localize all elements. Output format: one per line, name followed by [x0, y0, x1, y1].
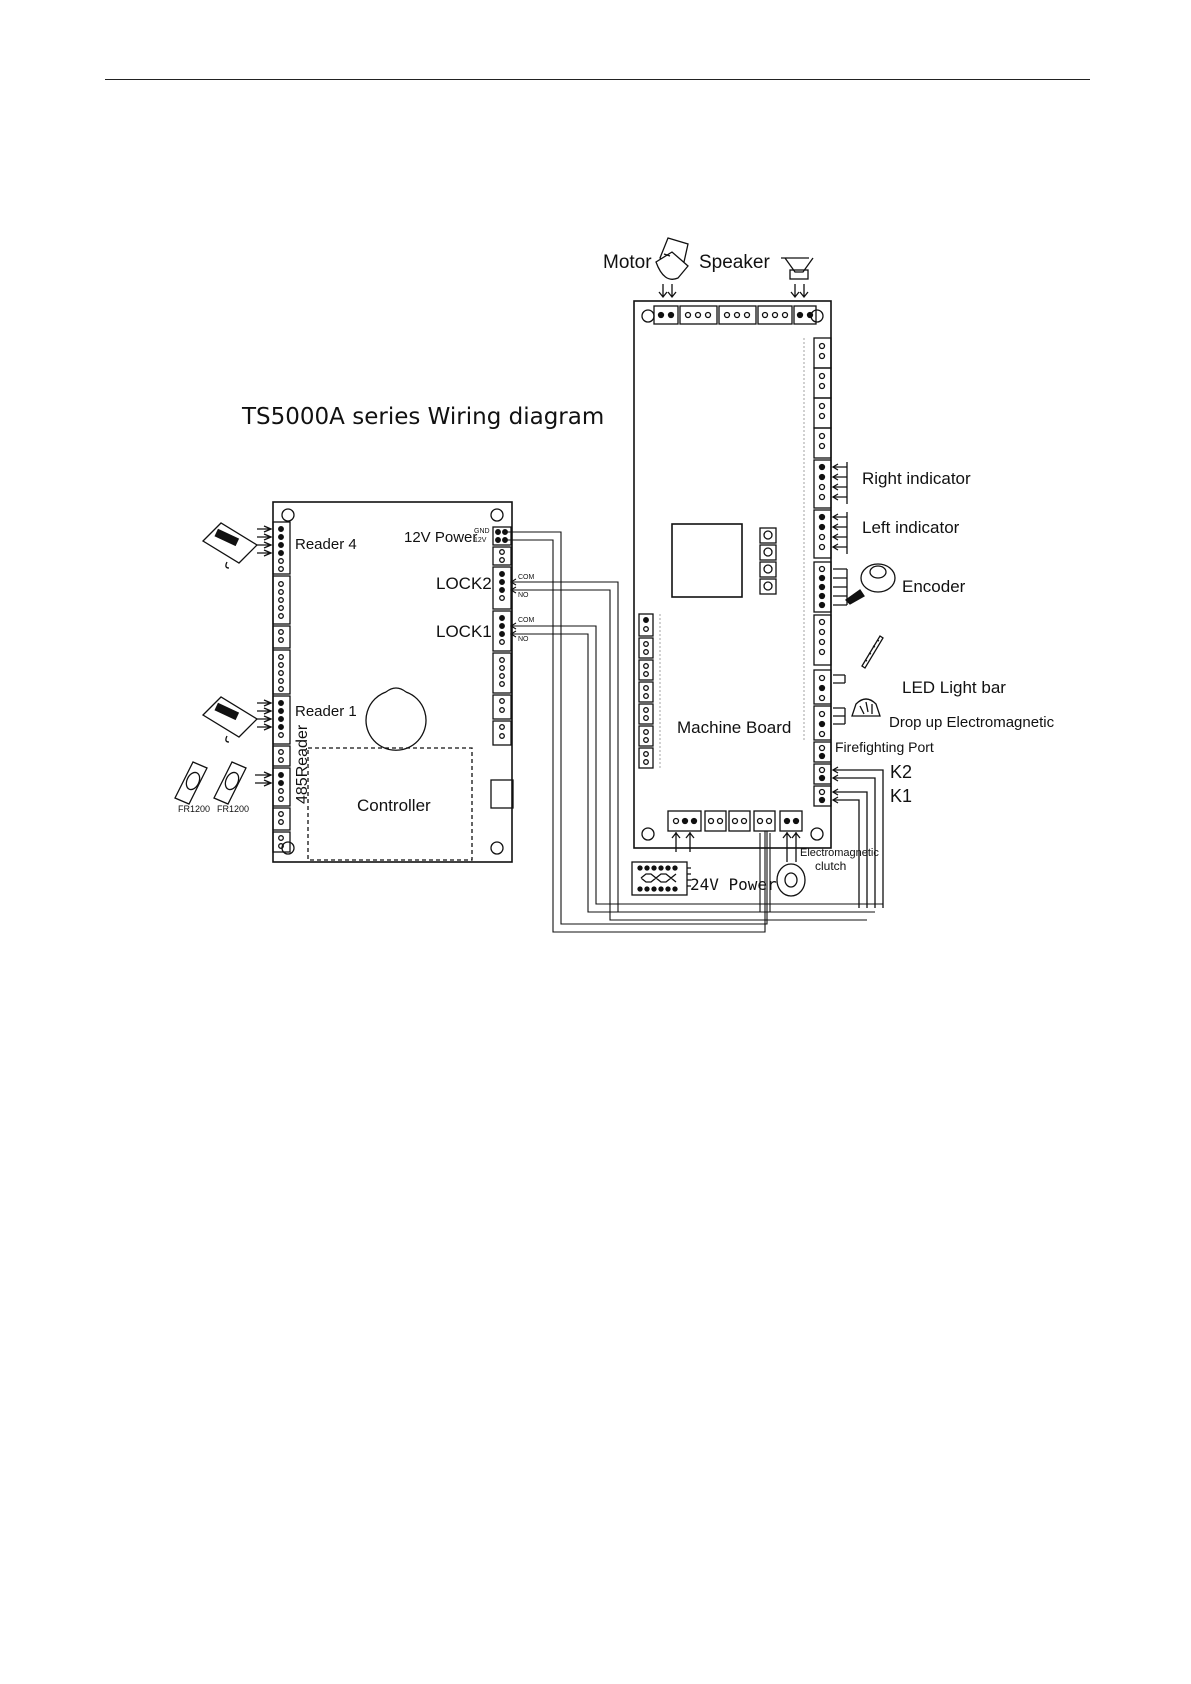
power-supply-24v-icon	[632, 862, 691, 895]
speaker-label: Speaker	[699, 252, 770, 273]
fr1200-label-b: FR1200	[217, 804, 249, 814]
power-24v-label: 24V Power	[690, 875, 777, 894]
left-connectors	[639, 614, 653, 768]
encoder-icon	[833, 564, 895, 605]
power-12v-label: 12V Power	[404, 529, 477, 546]
firefighting-port-label: Firefighting Port	[835, 739, 934, 755]
lock2-com-label: COM	[518, 574, 535, 581]
k-terminal-wires	[833, 767, 883, 908]
mcu-chip	[672, 524, 742, 597]
reader-4-label: Reader 4	[295, 536, 357, 553]
k2-label: K2	[890, 762, 912, 782]
left-indicator-arrows	[833, 512, 847, 554]
led-light-bar-icon	[833, 636, 883, 683]
reader-4-card-icon	[203, 523, 271, 568]
reader-485-label: 485Reader	[294, 724, 311, 804]
em-clutch-label-2: clutch	[815, 859, 846, 873]
bottom-connectors	[668, 811, 802, 831]
controller-left-connectors	[273, 522, 290, 852]
drop-up-label: Drop up Electromagnetic	[889, 714, 1055, 731]
encoder-label: Encoder	[902, 577, 966, 596]
lock1-label: LOCK1	[436, 622, 492, 641]
lock2-no-label: NO	[518, 592, 529, 599]
k1-label: K1	[890, 786, 912, 806]
top-connectors	[654, 306, 816, 324]
fr1200-reader-icons	[175, 762, 271, 804]
power-24v-arrows	[672, 832, 694, 852]
controller-label: Controller	[357, 796, 431, 815]
lock1-com-label: COM	[518, 617, 535, 624]
controller-right-connectors	[491, 527, 513, 808]
right-connectors	[814, 338, 831, 806]
fr1200-label-a: FR1200	[178, 804, 210, 814]
machine-board-label: Machine Board	[677, 718, 791, 737]
diagram-title: TS5000A series Wiring diagram	[241, 404, 604, 430]
lock2-label: LOCK2	[436, 574, 492, 593]
motor-icon	[656, 238, 688, 279]
controller-board: Controller	[273, 502, 513, 862]
led-light-bar-label: LED Light bar	[902, 678, 1006, 697]
motor-label: Motor	[603, 252, 652, 273]
machine-board: Machine Board	[634, 301, 831, 848]
drop-up-electromagnet-icon	[833, 699, 880, 724]
left-indicator-label: Left indicator	[862, 518, 960, 537]
gnd-label: GND	[474, 528, 490, 535]
em-clutch-label-1: Electromagnetic	[800, 847, 879, 859]
electromagnetic-clutch-icon	[777, 832, 805, 896]
v12-label: 12V	[474, 537, 487, 544]
right-indicator-label: Right indicator	[862, 469, 971, 488]
speaker-icon	[781, 258, 813, 279]
right-indicator-arrows	[833, 462, 847, 504]
lock1-no-label: NO	[518, 636, 529, 643]
reader-1-card-icon	[203, 697, 271, 742]
reader-1-label: Reader 1	[295, 703, 357, 720]
